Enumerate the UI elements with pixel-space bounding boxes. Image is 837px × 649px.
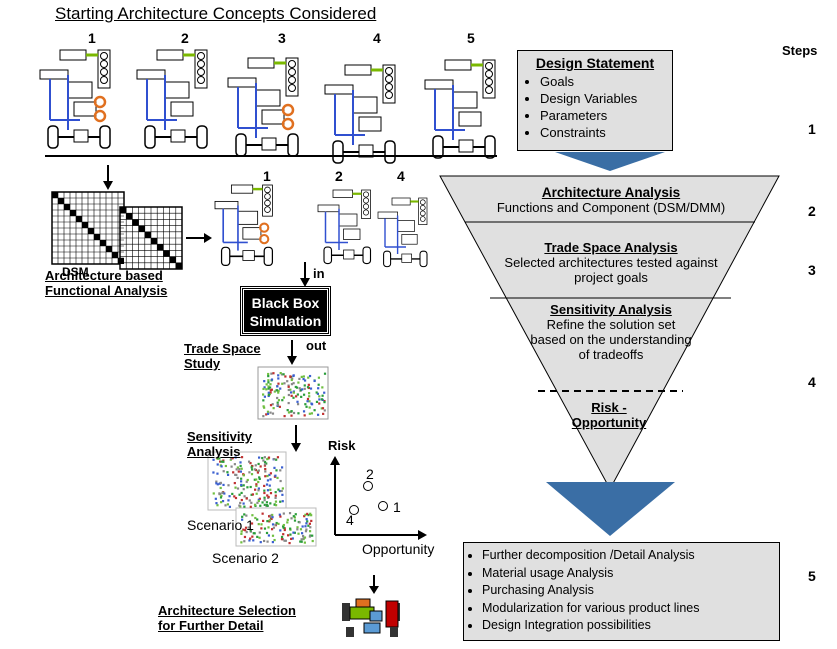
concept-number-5: 5 (467, 30, 475, 46)
architecture-analysis-title: Architecture Analysis (541, 185, 681, 200)
step-number-1: 1 (808, 121, 816, 137)
trade-space-title: Trade Space Analysis (544, 240, 678, 255)
dsm-label: DSM (62, 265, 89, 279)
trade-space-text: Selected architectures tested against pr… (504, 255, 718, 285)
black-box-simulation: Black Box Simulation (240, 286, 331, 336)
design-statement-item: Constraints (540, 124, 664, 141)
concept-number-1: 1 (88, 30, 96, 46)
design-statement-title: Design Statement (535, 55, 655, 71)
concept-number-2: 2 (181, 30, 189, 46)
sensitivity-title: Sensitivity Analysis (550, 302, 672, 317)
design-statement-item: Parameters (540, 107, 664, 124)
step-number-3: 3 (808, 262, 816, 278)
concept-number-4: 4 (373, 30, 381, 46)
further-detail-item: Modularization for various product lines (482, 600, 773, 618)
further-detail-item: Material usage Analysis (482, 565, 773, 583)
step-number-2: 2 (808, 203, 816, 219)
sensitivity-analysis-label: Sensitivity Analysis (187, 429, 253, 459)
risk-point-4 (349, 505, 359, 515)
further-detail-item: Design Integration possibilities (482, 617, 773, 635)
selected-number-4: 4 (397, 168, 405, 184)
step-number-5: 5 (808, 568, 816, 584)
page-title: Starting Architecture Concepts Considere… (55, 4, 377, 23)
trade-space-study-label: Trade Space Study (184, 341, 261, 371)
risk-axis-label: Risk (328, 438, 356, 453)
in-label: in (313, 266, 325, 281)
concept-number-3: 3 (278, 30, 286, 46)
selected-number-1: 1 (263, 168, 271, 184)
scenario-2-label: Scenario 2 (212, 550, 279, 566)
funnel-risk: Risk - Opportunity (568, 400, 650, 430)
design-statement-item: Goals (540, 73, 664, 90)
out-label: out (306, 338, 327, 353)
further-detail-item: Purchasing Analysis (482, 582, 773, 600)
risk-point-1 (378, 501, 388, 511)
risk-point-2 (363, 481, 373, 491)
selected-number-2: 2 (335, 168, 343, 184)
further-detail-box: Further decomposition /Detail Analysis M… (463, 542, 780, 641)
sensitivity-text: Refine the solution set based on the und… (530, 317, 692, 362)
architecture-analysis-text: Functions and Component (DSM/DMM) (496, 200, 726, 215)
further-detail-item: Further decomposition /Detail Analysis (482, 547, 773, 565)
risk-point-label-4: 4 (346, 512, 354, 528)
risk-point-label-2: 2 (366, 466, 374, 482)
design-statement-box: Design Statement Goals Design Variables … (517, 50, 673, 151)
opportunity-axis-label: Opportunity (362, 541, 435, 557)
funnel-trade-space: Trade Space Analysis Selected architectu… (500, 240, 722, 285)
funnel-architecture-analysis: Architecture Analysis Functions and Comp… (470, 185, 752, 215)
design-statement-item: Design Variables (540, 90, 664, 107)
scenario-1-label: Scenario 1 (187, 517, 254, 533)
risk-opportunity-title: Risk - Opportunity (571, 400, 647, 430)
steps-header: Steps (782, 43, 818, 58)
step-number-4: 4 (808, 374, 816, 390)
architecture-functional-analysis-label: Architecture based Functional Analysis (45, 268, 168, 298)
funnel-sensitivity: Sensitivity Analysis Refine the solution… (530, 302, 692, 362)
architecture-selection-label: Architecture Selection for Further Detai… (158, 603, 296, 633)
risk-point-label-1: 1 (393, 499, 401, 515)
